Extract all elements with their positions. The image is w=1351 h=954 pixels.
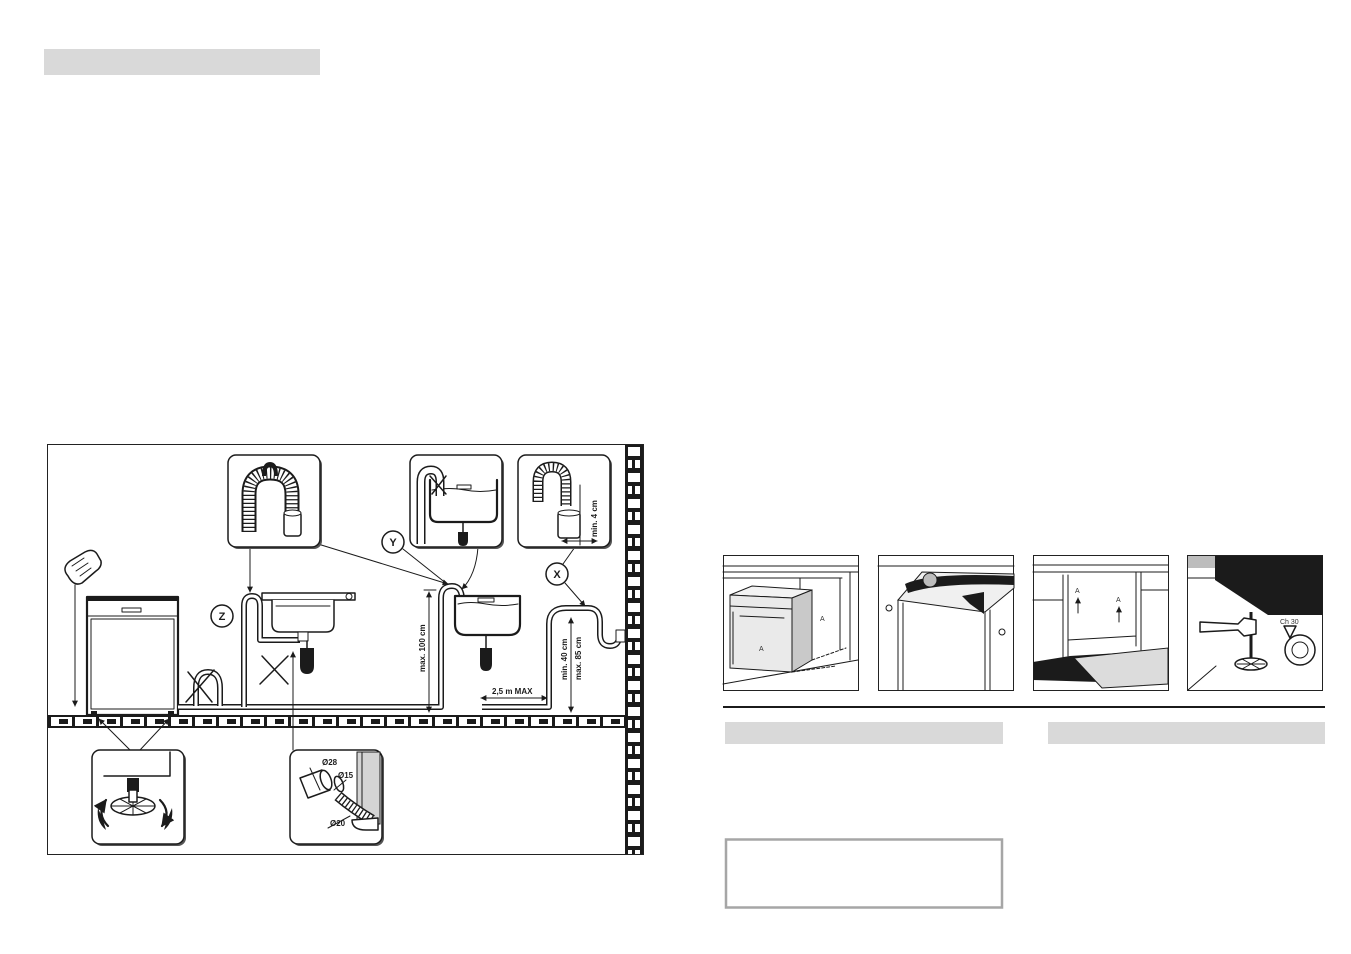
dimension-max-100: max. 100 cm — [418, 589, 437, 713]
callout-leader-foot-left — [98, 718, 131, 751]
brick-floor — [48, 715, 625, 728]
callout-adjustable-foot — [91, 749, 186, 846]
callout-leader-tub — [461, 546, 479, 590]
callout-leader-foot-right — [139, 718, 170, 751]
marker-x-label: X — [553, 569, 561, 581]
step3-label-a-right: A — [1116, 597, 1121, 604]
incorrect-u-bend — [185, 669, 223, 706]
step-illustration-2 — [877, 555, 1015, 691]
dimension-label-max-85: max. 85 cm — [574, 637, 583, 680]
diameter-label-20: Ø20 — [330, 819, 346, 828]
dimension-label-min-4: min. 4 cm — [590, 500, 599, 537]
section-heading-bar — [44, 49, 320, 75]
incorrect-connection-cross — [259, 655, 289, 685]
diameter-label-28: Ø28 — [322, 758, 338, 767]
step-illustration-3: A A — [1032, 555, 1169, 691]
drain-hose-floor — [178, 583, 626, 710]
step1-label-a-side: A — [820, 616, 825, 623]
step4-label-ch13: Ch 13 — [1218, 606, 1237, 613]
step1-label-a-front: A — [759, 646, 764, 653]
dimension-max-length: 2,5 m MAX — [480, 687, 548, 701]
dimension-label-min-40: min. 40 cm — [560, 639, 569, 680]
dimension-label-max-length: 2,5 m MAX — [492, 687, 533, 696]
dishwasher — [85, 595, 180, 717]
kitchen-sink — [261, 592, 356, 674]
note-box — [724, 838, 1004, 909]
dimension-min-40-max-85: min. 40 cm max. 85 cm — [560, 617, 583, 713]
drain-installation-diagram: max. 100 cm min. 40 cm max. 85 cm 2,5 m … — [47, 444, 644, 855]
marker-y: Y — [381, 530, 448, 585]
marker-z: Z — [210, 604, 234, 628]
callout-hose-gap: min. 4 cm — [517, 454, 612, 549]
level-hand-icon — [64, 549, 102, 707]
marker-x: X — [545, 546, 586, 607]
marker-y-label: Y — [389, 537, 397, 549]
diameter-label-15: Ø15 — [338, 771, 354, 780]
brick-wall — [625, 445, 643, 854]
subsection-heading-bar-left — [725, 722, 1003, 744]
subsection-heading-bar-right — [1048, 722, 1325, 744]
sink-trap-hose — [241, 593, 300, 707]
wash-tub — [453, 594, 522, 671]
callout-hose-guide — [227, 454, 322, 549]
wrench-13-icon — [1199, 617, 1257, 637]
step4-label-ch30: Ch 30 — [1280, 619, 1299, 626]
step-illustration-4: Ch 13 Ch 30 — [1187, 555, 1323, 691]
callout-tub-hook — [409, 454, 504, 549]
dimension-label-max-100: max. 100 cm — [418, 624, 427, 672]
step-illustration-1: A A — [722, 555, 859, 691]
step3-label-a-left: A — [1075, 588, 1080, 595]
marker-z-label: Z — [219, 611, 226, 623]
callout-pipe-diameters: Ø28 Ø15 Ø20 — [289, 749, 384, 846]
callout-leader-hose — [317, 543, 449, 586]
